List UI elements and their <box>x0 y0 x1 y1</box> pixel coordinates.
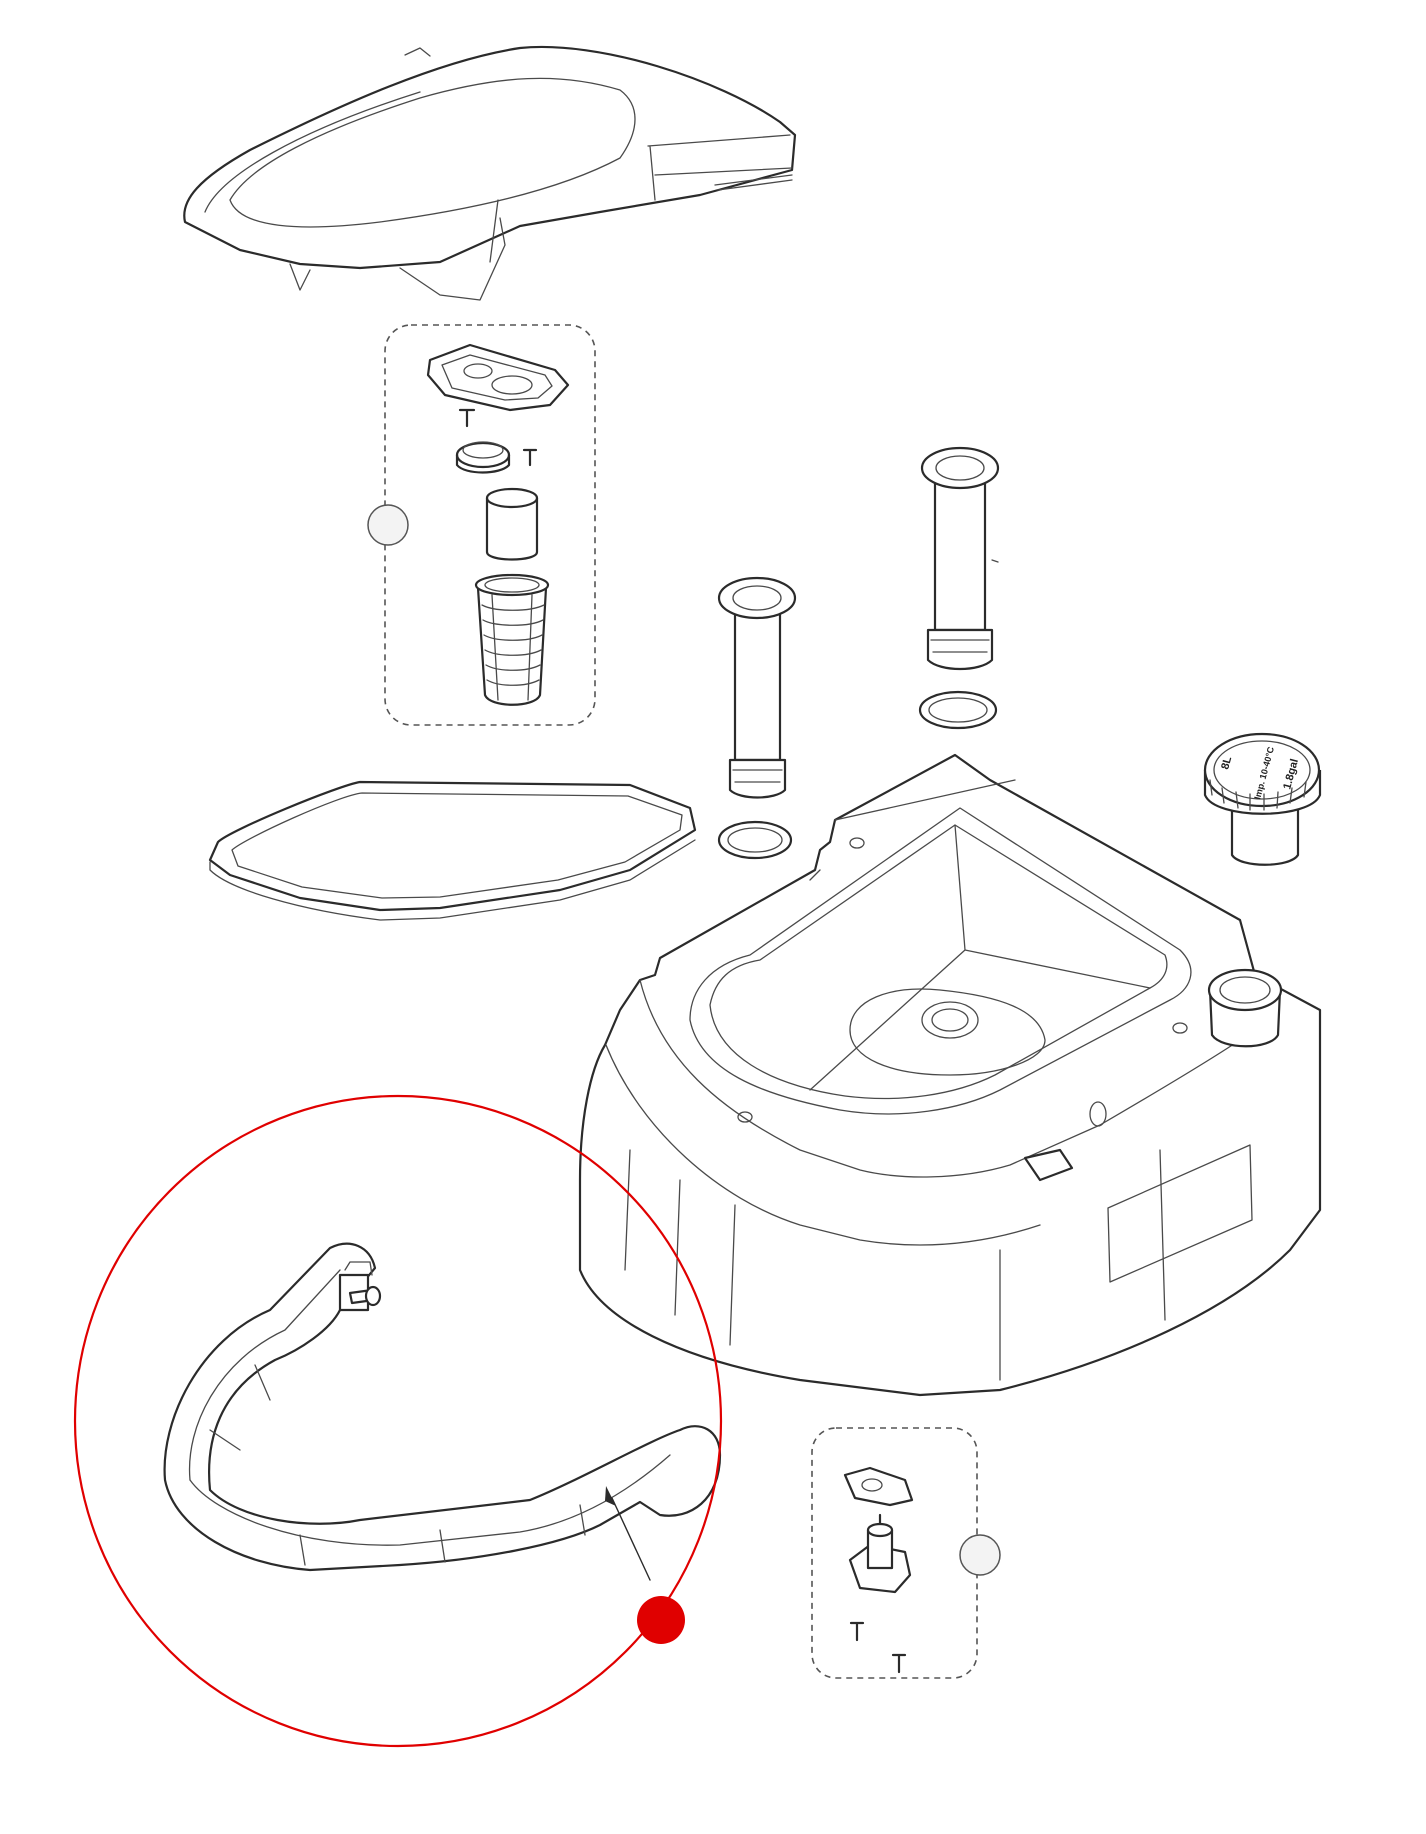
cap-label-volume: 8L <box>1219 755 1234 771</box>
callout-marker-filter[interactable] <box>367 504 409 546</box>
label-plate <box>1107 1144 1253 1283</box>
waste-tank-body[interactable] <box>578 753 1322 1397</box>
o-ring-left <box>717 820 793 860</box>
selected-callout-marker[interactable] <box>637 1596 685 1644</box>
handle-callout[interactable] <box>605 1486 685 1644</box>
tank-gasket[interactable] <box>208 780 697 921</box>
sensor-kit-group[interactable] <box>811 1427 1001 1679</box>
selected-part-highlight <box>73 1094 723 1748</box>
valve-seal <box>455 441 511 474</box>
callout-marker-sensor[interactable] <box>959 1534 1001 1576</box>
screw <box>458 408 476 428</box>
filter-assembly-group[interactable] <box>367 324 596 726</box>
carry-handle[interactable] <box>163 1242 722 1572</box>
screw <box>849 1621 865 1642</box>
mesh-filter <box>474 573 550 706</box>
top-cover[interactable] <box>183 45 797 301</box>
leader-arrowhead <box>605 1486 616 1506</box>
filter-cylinder <box>485 487 539 561</box>
gasket-plate <box>426 343 570 412</box>
filler-cap[interactable]: 8L Imp. 10-40°C 1.8gal <box>1203 732 1322 866</box>
drain-tube-left[interactable] <box>717 576 797 799</box>
screw <box>522 448 538 467</box>
sensor-valve <box>848 1513 912 1594</box>
o-ring-right <box>918 690 998 730</box>
flange-plate <box>843 1466 914 1507</box>
screw <box>891 1653 907 1674</box>
drain-tube-right[interactable] <box>920 446 1000 670</box>
